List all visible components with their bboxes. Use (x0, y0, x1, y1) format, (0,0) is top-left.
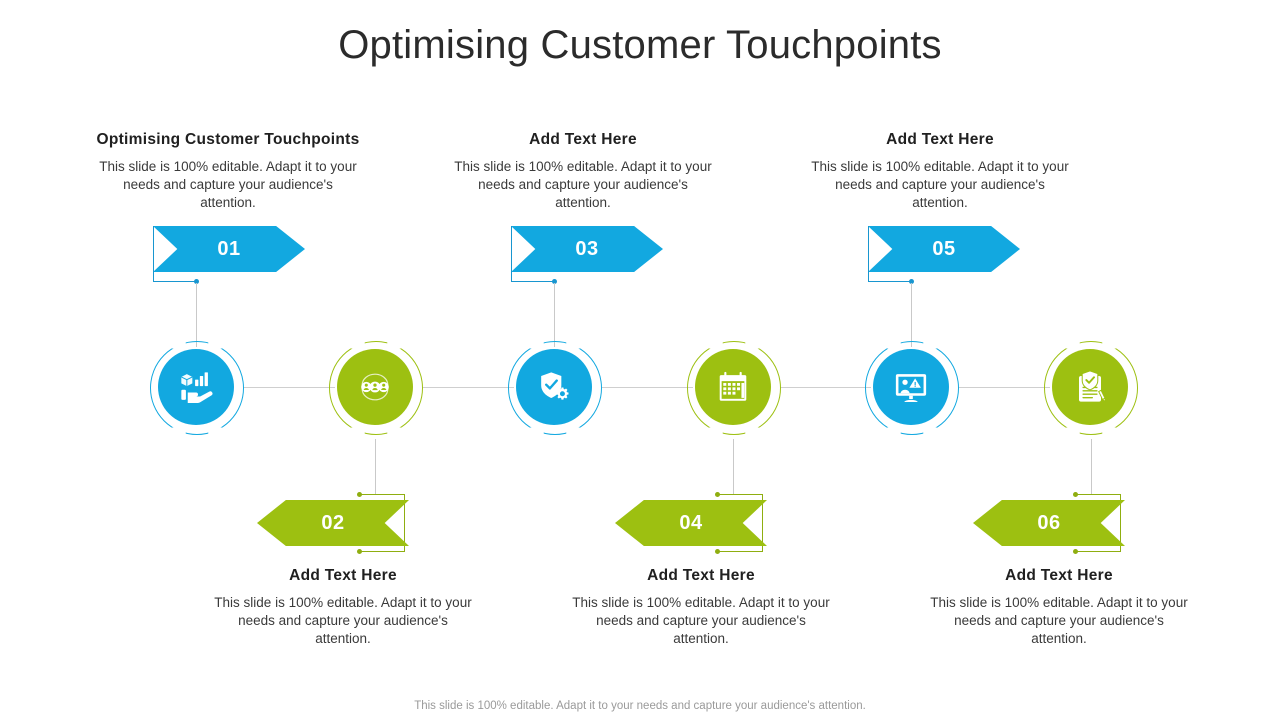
top-body-1: This slide is 100% editable. Adapt it to… (99, 159, 357, 211)
step-banner-05[interactable]: 05 (868, 226, 1020, 272)
stem-01 (196, 283, 197, 347)
step-number-02: 02 (321, 511, 345, 534)
connector-horizontal-bottom (1075, 551, 1121, 553)
stem-06 (1091, 439, 1092, 495)
icon-circle-4[interactable] (695, 349, 771, 425)
connector-node-dot-top (1073, 492, 1078, 497)
bottom-heading-2: Add Text Here (647, 567, 755, 584)
connector-horizontal-top (1075, 494, 1121, 496)
step-banner-02[interactable]: 02 (257, 500, 409, 546)
spine-segment-2-3 (422, 387, 514, 388)
spine-segment-3-4 (601, 387, 693, 388)
top-text-block-3: Add Text Here This slide is 100% editabl… (807, 131, 1073, 213)
step-number-06: 06 (1037, 511, 1061, 534)
hand-holding-bar-chart-icon (181, 372, 213, 403)
step-number-04: 04 (679, 511, 703, 534)
stem-03 (554, 283, 555, 347)
bottom-text-block-3: Add Text Here This slide is 100% editabl… (926, 567, 1192, 649)
bottom-body-3: This slide is 100% editable. Adapt it to… (930, 595, 1188, 647)
clipboard-shield-check-icon (1079, 370, 1106, 403)
connector-node-dot (909, 279, 914, 284)
stem-02 (375, 439, 376, 495)
bottom-heading-1: Add Text Here (289, 567, 397, 584)
top-heading-1: Optimising Customer Touchpoints (96, 131, 360, 148)
connector-horizontal (868, 281, 912, 283)
connector-horizontal (511, 281, 555, 283)
connector-bracket-03 (511, 226, 557, 284)
icon-circle-1[interactable] (158, 349, 234, 425)
top-text-block-2: Add Text Here This slide is 100% editabl… (450, 131, 716, 213)
top-heading-2: Add Text Here (529, 131, 637, 148)
connector-horizontal-top (717, 494, 763, 496)
connector-node-dot-bottom (357, 549, 362, 554)
icon-circle-3[interactable] (516, 349, 592, 425)
chevron-right-shape-03 (511, 226, 663, 272)
connector-bracket-05 (868, 226, 914, 284)
chevron-left-shape-02 (257, 500, 409, 546)
monitor-presentation-icon (895, 374, 927, 402)
stem-04 (733, 439, 734, 495)
connector-vertical (511, 226, 513, 282)
shield-check-gear-icon (541, 372, 569, 400)
connector-vertical (868, 226, 870, 282)
connector-bracket-02 (357, 492, 405, 554)
bottom-text-block-2: Add Text Here This slide is 100% editabl… (568, 567, 834, 649)
bottom-body-1: This slide is 100% editable. Adapt it to… (214, 595, 472, 647)
step-number-03: 03 (575, 237, 599, 260)
connector-node-dot (552, 279, 557, 284)
top-heading-3: Add Text Here (886, 131, 994, 148)
connector-horizontal-top (359, 494, 405, 496)
connector-bracket-01 (153, 226, 199, 284)
step-number-01: 01 (217, 237, 241, 260)
chevron-left-shape-06 (973, 500, 1125, 546)
top-body-2: This slide is 100% editable. Adapt it to… (454, 159, 712, 211)
top-body-3: This slide is 100% editable. Adapt it to… (811, 159, 1069, 211)
step-banner-06[interactable]: 06 (973, 500, 1125, 546)
bottom-body-2: This slide is 100% editable. Adapt it to… (572, 595, 830, 647)
icon-circle-6[interactable] (1052, 349, 1128, 425)
connector-horizontal (153, 281, 197, 283)
connector-vertical (403, 494, 405, 552)
calendar-icon (719, 371, 747, 401)
icon-circle-2[interactable] (337, 349, 413, 425)
icon-circle-5[interactable] (873, 349, 949, 425)
connector-vertical (153, 226, 155, 282)
step-banner-03[interactable]: 03 (511, 226, 663, 272)
step-banner-04[interactable]: 04 (615, 500, 767, 546)
stem-05 (911, 283, 912, 347)
page-title: Optimising Customer Touchpoints (338, 23, 942, 67)
connector-vertical (1119, 494, 1121, 552)
connector-node-dot-bottom (1073, 549, 1078, 554)
bottom-text-block-1: Add Text Here This slide is 100% editabl… (210, 567, 476, 649)
chevron-left-shape-04 (615, 500, 767, 546)
connector-horizontal-bottom (359, 551, 405, 553)
chevron-right-shape-05 (868, 226, 1020, 272)
slide-footer-note: This slide is 100% editable. Adapt it to… (414, 700, 866, 712)
top-text-block-1: Optimising Customer Touchpoints This sli… (95, 131, 361, 213)
connector-horizontal-bottom (717, 551, 763, 553)
connector-bracket-04 (715, 492, 763, 554)
spine-segment-1-2 (243, 387, 335, 388)
connector-node-dot-top (715, 492, 720, 497)
chevron-right-shape-01 (153, 226, 305, 272)
bottom-heading-3: Add Text Here (1005, 567, 1113, 584)
spine-segment-5-6 (958, 387, 1050, 388)
connector-node-dot (194, 279, 199, 284)
connector-node-dot-top (357, 492, 362, 497)
step-banner-01[interactable]: 01 (153, 226, 305, 272)
step-number-05: 05 (932, 237, 956, 260)
connector-vertical (761, 494, 763, 552)
connector-bracket-06 (1073, 492, 1121, 554)
spine-segment-4-5 (780, 387, 871, 388)
connector-node-dot-bottom (715, 549, 720, 554)
three-people-group-icon (361, 373, 389, 401)
